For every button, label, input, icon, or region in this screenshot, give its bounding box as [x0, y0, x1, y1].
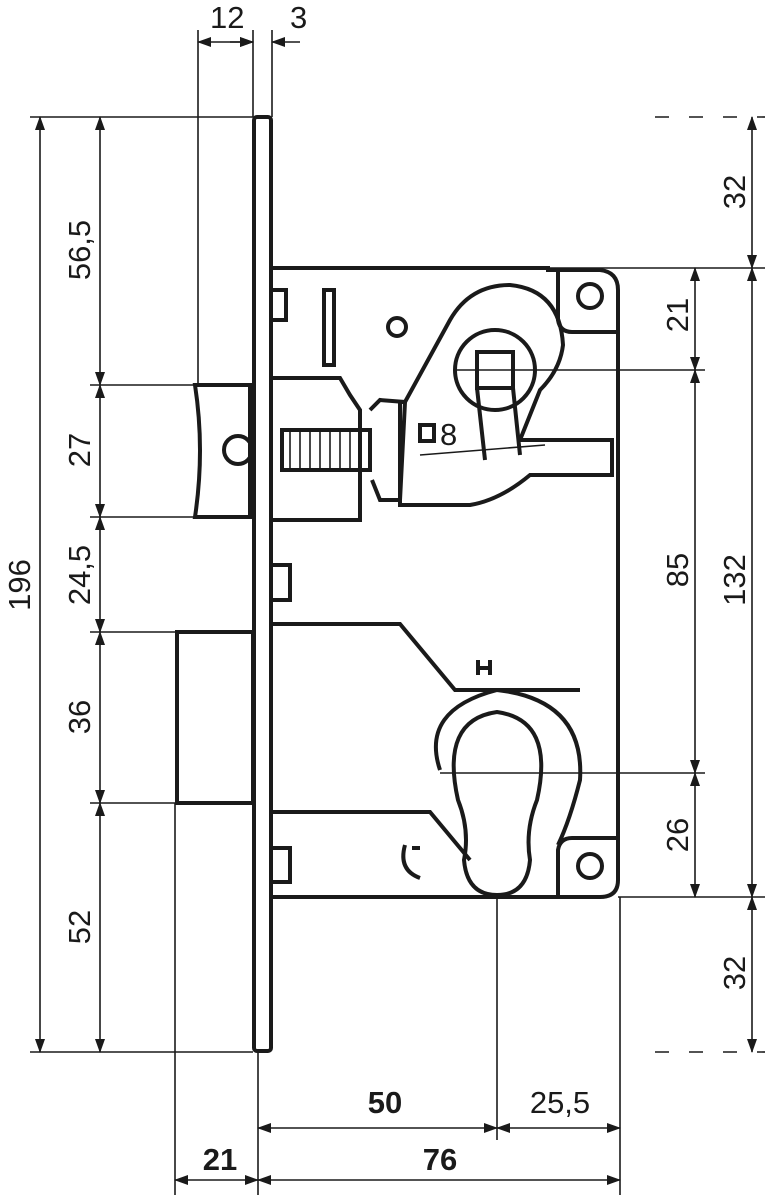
dim-label-52: 52	[62, 910, 97, 944]
faceplate	[252, 115, 273, 1053]
dim-label-50: 50	[368, 1085, 402, 1120]
spindle-size-label: 8	[440, 417, 457, 452]
dim-label-85: 85	[660, 553, 695, 587]
dim-label-25-5: 25,5	[530, 1085, 590, 1120]
dimension-lines	[35, 37, 757, 1185]
spindle-hub: 8	[398, 282, 614, 507]
cylinder-hole	[401, 660, 583, 898]
deadbolt	[175, 622, 580, 862]
dim-label-26: 26	[660, 818, 695, 852]
extension-lines	[30, 30, 765, 1195]
dim-label-3: 3	[290, 0, 307, 35]
dim-label-132: 132	[717, 554, 752, 606]
dim-label-27: 27	[62, 433, 97, 467]
dim-label-12: 12	[210, 0, 244, 35]
dim-label-56-5: 56,5	[62, 220, 97, 280]
latch-bolt	[192, 376, 408, 522]
faceplate-screws	[272, 288, 292, 884]
dim-label-32-bottom: 32	[717, 956, 752, 990]
dim-label-21-right: 21	[660, 298, 695, 332]
dim-label-32-top: 32	[717, 175, 752, 209]
dim-label-76: 76	[423, 1142, 457, 1177]
dim-label-21-bottom: 21	[203, 1142, 237, 1177]
dim-label-24-5: 24,5	[62, 545, 97, 605]
dim-label-196: 196	[2, 559, 37, 611]
lock-body	[272, 266, 620, 899]
dim-label-36: 36	[62, 700, 97, 734]
